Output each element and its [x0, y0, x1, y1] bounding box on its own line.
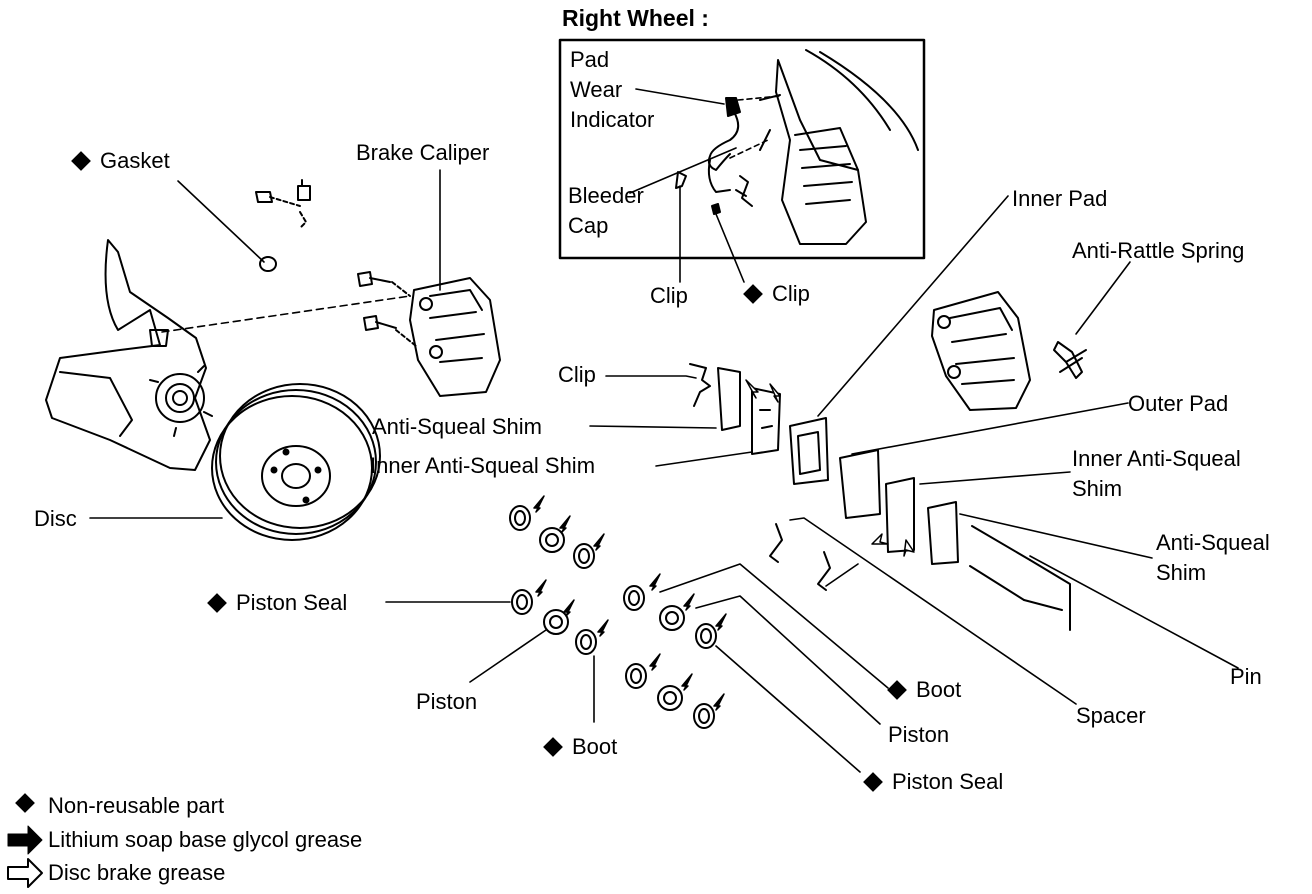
right-wheel-inset-title: Right Wheel :: [562, 5, 709, 31]
solid-grease-arrows: [533, 495, 727, 711]
legend-item-lithium-grease: Lithium soap base glycol grease: [48, 827, 363, 852]
diamond-icon: [743, 284, 763, 305]
clip-inset-label: Clip: [650, 283, 688, 308]
pin-label: Pin: [1230, 664, 1262, 689]
diamond-icon: [887, 680, 907, 701]
caliper-right-drawing: [931, 291, 1031, 411]
outer-pad-label: Outer Pad: [1128, 391, 1229, 416]
outline-grease-arrows: [745, 379, 915, 557]
steering-knuckle-drawing: [45, 239, 213, 471]
leader-lines: [89, 169, 1239, 773]
inset-leader-lines: [629, 88, 781, 283]
piston-seal-left-label: Piston Seal: [206, 590, 347, 616]
anti-rattle-spring-drawing: [1053, 341, 1087, 379]
piston-seal-boot-drawings: [509, 505, 717, 729]
pad-wear-indicator-label-1: Pad: [570, 47, 610, 72]
gasket-label: Gasket: [70, 148, 170, 174]
legend-item-nonreusable: Non-reusable part: [48, 793, 225, 818]
clip-nonreusable-label: Clip: [742, 281, 810, 307]
gasket-bolt-drawing: [255, 179, 311, 272]
spacer-pin-drawings: [769, 523, 1071, 631]
disc-label: Disc: [34, 506, 77, 531]
outline-arrow-icon: [7, 858, 43, 888]
solid-arrow-icon: [7, 825, 43, 855]
pad-wear-indicator-label-2: Wear: [570, 77, 623, 102]
boot-left-label: Boot: [542, 734, 617, 760]
boot-right-label: Boot: [886, 677, 961, 703]
anti-squeal-shim-left-label: Anti-Squeal Shim: [372, 414, 542, 439]
inset-caliper-drawing: [675, 49, 919, 245]
diamond-icon: [543, 737, 563, 758]
inner-anti-squeal-shim-left-label: Inner Anti-Squeal Shim: [370, 453, 596, 478]
piston-seal-right-label: Piston Seal: [862, 769, 1003, 795]
brake-caliper-drawing: [357, 271, 501, 397]
diamond-icon: [71, 151, 91, 172]
piston-left-label: Piston: [416, 689, 478, 714]
right-wheel-inset-frame: [558, 38, 926, 260]
inner-pad-label: Inner Pad: [1012, 186, 1108, 211]
piston-right-label: Piston: [888, 722, 950, 747]
disc-drawing: [211, 383, 381, 541]
bleeder-cap-label-2: Cap: [568, 213, 609, 238]
anti-squeal-shim-right-label-2: Shim: [1156, 560, 1207, 585]
brake-caliper-label: Brake Caliper: [356, 140, 490, 165]
anti-rattle-spring-label: Anti-Rattle Spring: [1072, 238, 1245, 263]
inner-anti-squeal-shim-right-label-1: Inner Anti-Squeal: [1072, 446, 1241, 471]
pad-shim-drawings: [689, 363, 959, 565]
diamond-icon: [207, 593, 227, 614]
bleeder-cap-label-1: Bleeder: [568, 183, 644, 208]
diamond-icon: [863, 772, 883, 793]
legend-item-disc-brake-grease: Disc brake grease: [48, 860, 226, 885]
knuckle-mount-dashed: [161, 295, 411, 333]
clip-label: Clip: [558, 362, 596, 387]
pad-wear-indicator-label-3: Indicator: [570, 107, 655, 132]
anti-squeal-shim-right-label-1: Anti-Squeal: [1156, 530, 1270, 555]
inner-anti-squeal-shim-right-label-2: Shim: [1072, 476, 1123, 501]
legend-symbols: [7, 793, 43, 888]
spacer-label: Spacer: [1076, 703, 1146, 728]
